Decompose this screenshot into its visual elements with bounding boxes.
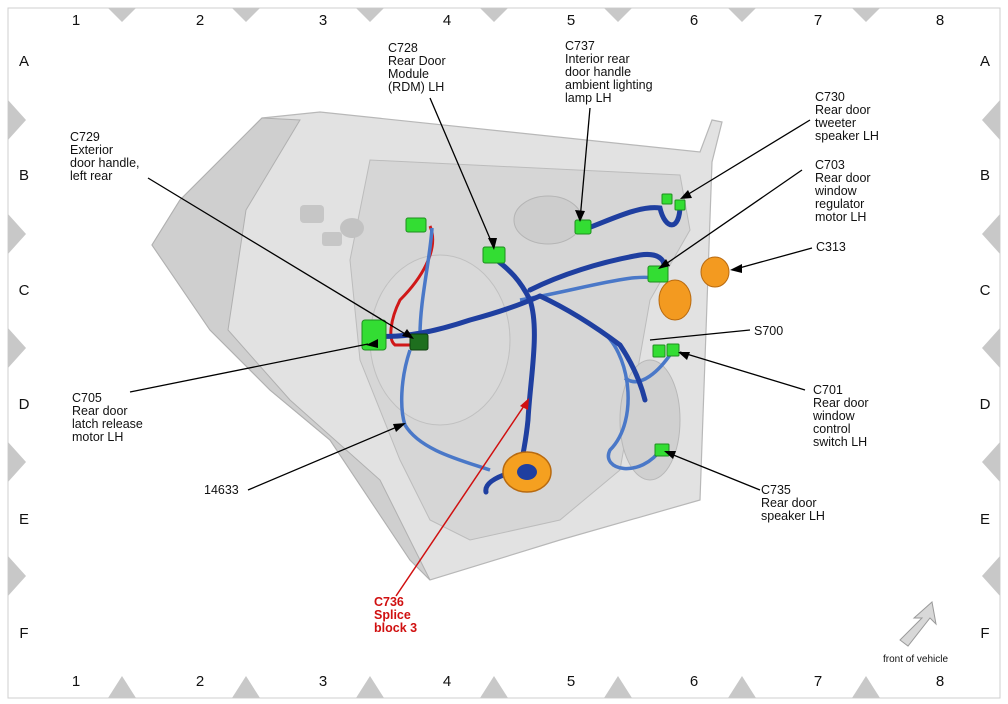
c737-connector — [574, 219, 592, 235]
callout-c703: C703 Rear door window regulator motor LH — [815, 158, 871, 224]
grid-row-c-left: C — [18, 282, 30, 299]
grid-col-1-top: 1 — [71, 12, 81, 29]
c735-connector — [654, 443, 670, 457]
grid-row-b-right: B — [979, 167, 990, 184]
grid-row-e-left: E — [18, 511, 29, 528]
callout-c735: C735 Rear door speaker LH — [761, 483, 825, 523]
right-ruler-markers — [982, 100, 1000, 596]
top-ruler-markers — [108, 8, 880, 22]
grid-row-d-left: D — [18, 396, 30, 413]
grid-col-2-top: 2 — [195, 12, 205, 29]
callout-c730: C730 Rear door tweeter speaker LH — [815, 90, 879, 143]
c701-connector-a — [652, 344, 666, 358]
callout-c736: C736 Splice block 3 — [374, 595, 418, 635]
callout-c705: C705 Rear door latch release motor LH — [72, 391, 143, 444]
front-of-vehicle-label: front of vehicle — [883, 654, 949, 665]
c728-aux-connector — [405, 217, 427, 233]
grid-col-1-bottom: 1 — [71, 673, 81, 690]
c730-connector-a — [661, 193, 673, 205]
grid-col-3-bottom: 3 — [318, 673, 328, 690]
leader-arrowheads — [366, 190, 742, 459]
callout-s700: S700 — [754, 324, 784, 338]
callout-c313: C313 — [816, 240, 846, 254]
grid-col-6-bottom: 6 — [689, 673, 699, 690]
grid-row-d-right: D — [979, 396, 991, 413]
c703-connector — [647, 265, 669, 283]
red-wire — [389, 225, 435, 347]
c736-splice-block — [502, 451, 552, 493]
grid-row-f-right: F — [980, 625, 990, 642]
grid-col-7-bottom: 7 — [813, 673, 823, 690]
c729-connector — [409, 333, 429, 351]
grid-col-4-bottom: 4 — [442, 673, 452, 690]
grid-col-2-bottom: 2 — [195, 673, 205, 690]
grid-row-a-right: A — [979, 53, 990, 70]
grid-row-e-right: E — [979, 511, 990, 528]
grid-col-3-top: 3 — [318, 12, 328, 29]
grid-col-7-top: 7 — [813, 12, 823, 29]
grid-row-b-left: B — [18, 167, 29, 184]
main-harness — [369, 202, 683, 495]
c736-leader-line — [395, 399, 529, 597]
grid-row-a-left: A — [18, 53, 29, 70]
grid-col-6-top: 6 — [689, 12, 699, 29]
grid-row-c-right: C — [979, 282, 991, 299]
callout-c729: C729 Exterior door handle, left rear — [70, 130, 140, 183]
grid-row-f-left: F — [19, 625, 29, 642]
callout-c701: C701 Rear door window control switch LH — [813, 383, 869, 449]
door-panel — [151, 111, 723, 581]
c736-arrowhead — [520, 398, 529, 410]
green-connectors — [361, 193, 686, 457]
bottom-ruler-markers — [108, 676, 880, 698]
c313-orange-bundle — [658, 256, 730, 321]
callout-c728: C728 Rear Door Module (RDM) LH — [388, 41, 446, 94]
grid-col-8-top: 8 — [935, 12, 945, 29]
leader-lines — [129, 97, 813, 491]
grid-col-5-bottom: 5 — [566, 673, 576, 690]
grid-col-8-bottom: 8 — [935, 673, 945, 690]
c705-connector — [361, 319, 387, 351]
grid-col-4-top: 4 — [442, 12, 452, 29]
grid-col-5-top: 5 — [566, 12, 576, 29]
callout-c737: C737 Interior rear door handle ambient l… — [565, 39, 653, 105]
c701-connector-b — [666, 343, 680, 357]
front-of-vehicle-arrow-icon — [899, 601, 937, 647]
c730-connector-b — [674, 199, 686, 211]
callout-14633: 14633 — [204, 483, 239, 497]
left-ruler-markers — [8, 100, 26, 596]
